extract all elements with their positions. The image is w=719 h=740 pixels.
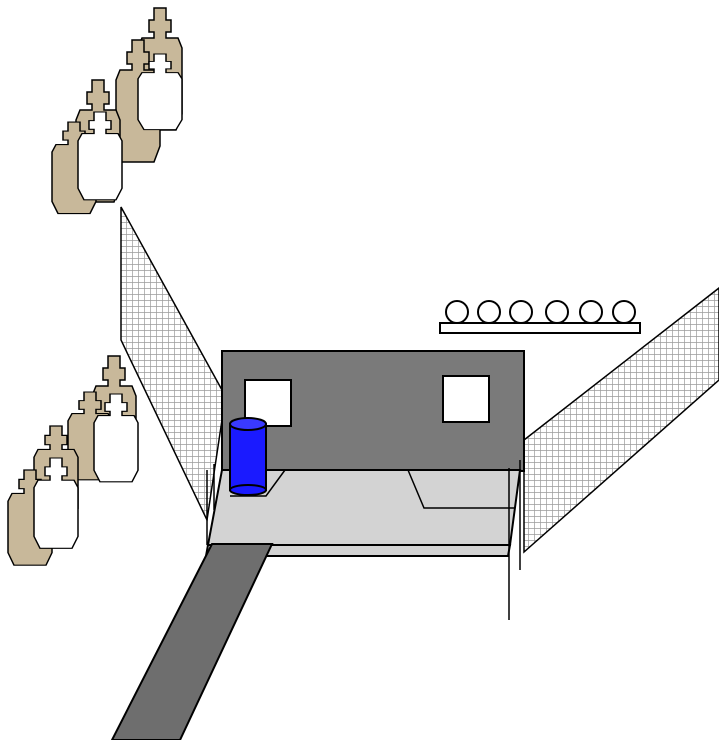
right-fence [523, 287, 719, 554]
shooting-box-left [230, 469, 286, 497]
walkway [110, 543, 274, 740]
steel-plate [579, 300, 603, 324]
steel-plate [477, 300, 501, 324]
target-group-upper [51, 7, 183, 215]
plate-rack-base [439, 322, 641, 334]
right-window [442, 375, 490, 423]
steel-plate [509, 300, 533, 324]
steel-plate [445, 300, 469, 324]
steel-plate [545, 300, 569, 324]
target-group-lower [7, 355, 139, 566]
shooting-box-right [407, 469, 514, 509]
steel-plate-rack [439, 300, 641, 334]
barrel [229, 417, 267, 496]
steel-plate [612, 300, 636, 324]
